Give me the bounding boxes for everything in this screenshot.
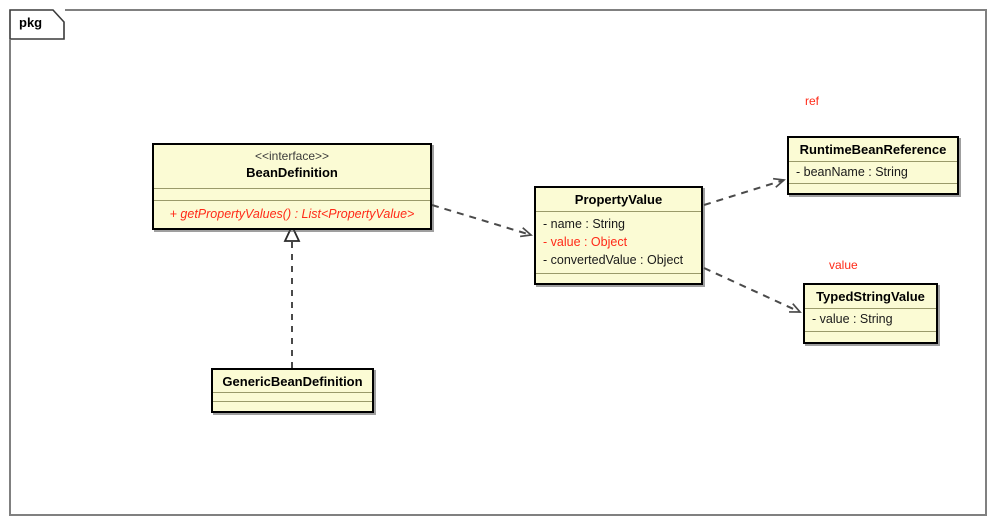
attribute-item: - beanName : String: [796, 165, 908, 179]
package-frame-tab: pkg: [9, 9, 65, 40]
package-frame-label: pkg: [19, 15, 43, 30]
class-bean-definition[interactable]: <<interface>> BeanDefinition + getProper…: [152, 143, 432, 230]
attributes-compartment-generic-bean-definition: [213, 393, 372, 402]
operations-compartment-runtime-bean-reference: [789, 184, 957, 193]
class-header-property-value: PropertyValue: [536, 188, 701, 212]
attribute-item: - name : String: [543, 217, 625, 231]
package-frame: [9, 9, 987, 516]
operation-item: + getPropertyValues() : List<PropertyVal…: [169, 207, 415, 221]
operations-compartment-property-value: [536, 274, 701, 283]
operations-compartment-bean-definition: + getPropertyValues() : List<PropertyVal…: [154, 201, 430, 228]
edge-label-ref: ref: [805, 94, 820, 108]
attributes-compartment-runtime-bean-reference: - beanName : String: [789, 162, 957, 184]
package-tab-shape: [9, 9, 65, 40]
class-header-bean-definition: <<interface>> BeanDefinition: [154, 145, 430, 189]
class-name-label: RuntimeBeanReference: [799, 142, 947, 157]
attribute-item-highlighted: - value : Object: [543, 235, 628, 249]
class-header-generic-bean-definition: GenericBeanDefinition: [213, 370, 372, 393]
attributes-compartment-typed-string-value: - value : String: [805, 309, 936, 332]
attribute-item: - convertedValue : Object: [543, 253, 684, 267]
attribute-item: - value : String: [812, 312, 893, 326]
class-name-label: BeanDefinition: [246, 165, 338, 180]
class-name-label: GenericBeanDefinition: [222, 374, 363, 389]
class-generic-bean-definition[interactable]: GenericBeanDefinition: [211, 368, 374, 413]
class-header-typed-string-value: TypedStringValue: [805, 285, 936, 309]
attributes-compartment-bean-definition: [154, 189, 430, 201]
edge-label-value: value: [829, 258, 858, 272]
class-name-label: PropertyValue: [574, 192, 663, 207]
operations-compartment-typed-string-value: [805, 332, 936, 342]
attributes-compartment-property-value: - name : String - value : Object - conve…: [536, 212, 701, 274]
stereotype-label: <<interface>>: [254, 149, 330, 163]
class-header-runtime-bean-reference: RuntimeBeanReference: [789, 138, 957, 162]
class-property-value[interactable]: PropertyValue - name : String - value : …: [534, 186, 703, 285]
class-typed-string-value[interactable]: TypedStringValue - value : String: [803, 283, 938, 344]
class-runtime-bean-reference[interactable]: RuntimeBeanReference - beanName : String: [787, 136, 959, 195]
operations-compartment-generic-bean-definition: [213, 402, 372, 411]
class-name-label: TypedStringValue: [816, 289, 925, 304]
